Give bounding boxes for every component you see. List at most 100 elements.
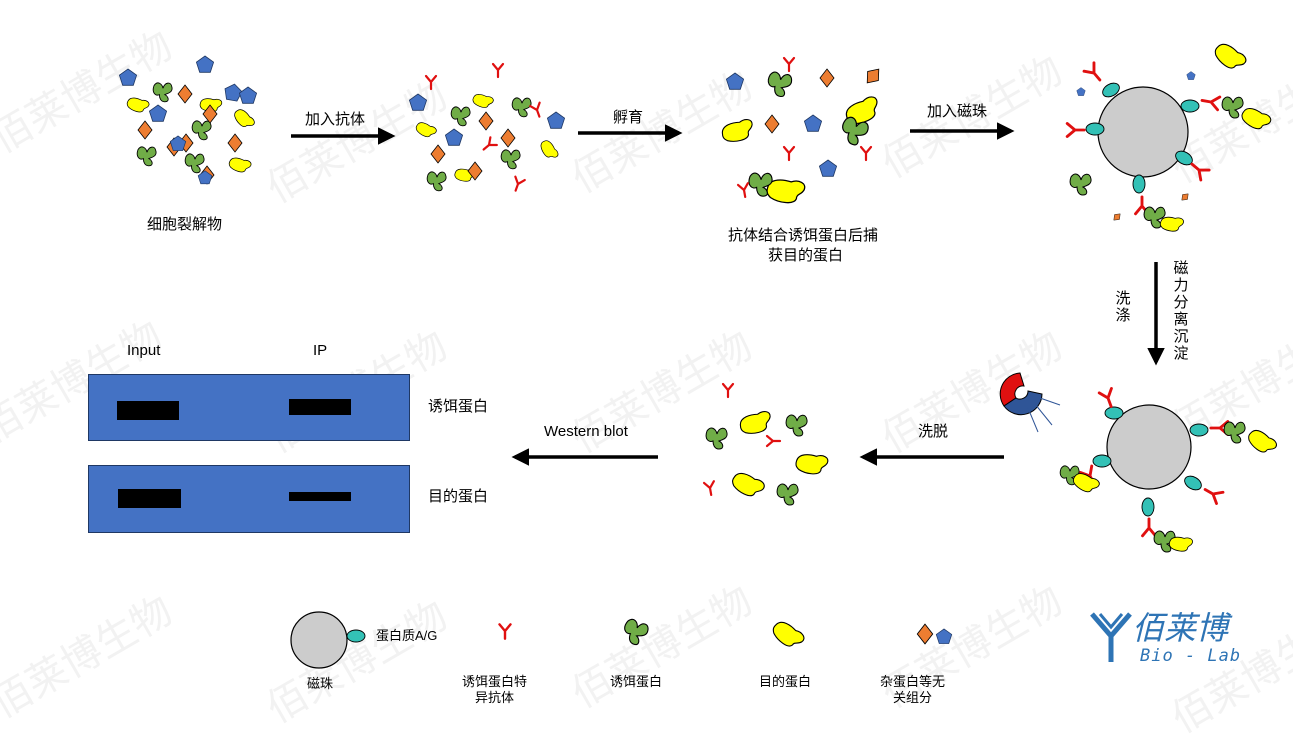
gel-target-label: 目的蛋白	[428, 488, 489, 505]
diamond-icon	[430, 144, 446, 164]
target-protein-icon	[472, 94, 494, 108]
legend-other-label-line2: 关组分	[893, 690, 933, 705]
diamond-icon	[1113, 213, 1121, 221]
capture-label-line1: 抗体结合诱饵蛋白后捕	[728, 227, 879, 244]
antibody-icon	[736, 182, 749, 198]
wash-label: 洗涤	[1115, 290, 1131, 324]
bait-protein-icon	[767, 71, 793, 98]
ip-workflow-diagram	[118, 43, 1277, 669]
gel-bait-label: 诱饵蛋白	[428, 398, 489, 415]
protein-ag-icon	[1104, 406, 1124, 420]
antibody-icon	[721, 382, 735, 399]
input-lane-label: Input	[127, 342, 161, 359]
legend-bait-label: 诱饵蛋白	[610, 674, 663, 689]
diamond-icon	[764, 114, 780, 134]
pentagon-icon	[803, 114, 823, 132]
diamond-icon	[137, 120, 153, 140]
target-protein-icon	[1072, 473, 1100, 493]
diamond-icon	[866, 68, 880, 84]
bead-icon	[290, 611, 348, 669]
antibody-icon	[1065, 122, 1086, 138]
ip-lane-label: IP	[313, 342, 328, 359]
bait-protein-icon	[748, 172, 773, 197]
bait-protein-icon	[776, 483, 799, 506]
protein-ag-icon	[1189, 423, 1209, 437]
target-protein-icon	[126, 97, 150, 113]
protein-ag-icon	[1180, 99, 1200, 113]
target-protein-icon	[1159, 216, 1184, 232]
target-protein-icon	[766, 179, 806, 204]
pentagon-icon	[238, 86, 258, 104]
protein-ag-icon	[346, 629, 366, 643]
antibody-icon	[482, 136, 498, 151]
diamond-icon	[467, 161, 483, 181]
target-protein-icon	[1241, 108, 1272, 130]
band-input-target	[118, 489, 181, 508]
diamond-icon	[1181, 193, 1189, 201]
protein-ag-icon	[1141, 497, 1155, 517]
lysate-label: 细胞裂解物	[147, 216, 223, 233]
target-protein-icon	[199, 98, 223, 113]
target-protein-icon	[415, 122, 437, 138]
bait-protein-icon	[511, 97, 532, 118]
capture-label-line2: 获目的蛋白	[768, 247, 844, 264]
protein-ag-icon	[1175, 150, 1193, 166]
protein-ag-icon	[1092, 454, 1112, 468]
western-blot-label: Western blot	[544, 423, 628, 440]
antibody-icon	[782, 145, 796, 162]
antibody-icon	[859, 145, 873, 162]
diamond-icon	[916, 623, 934, 645]
pentagon-icon	[195, 55, 215, 73]
protein-ag-icon	[1184, 475, 1202, 491]
antibody-icon	[529, 101, 541, 118]
arrow-layer	[291, 122, 1165, 466]
gel-target-row	[88, 465, 410, 533]
shape-layer	[118, 43, 1277, 669]
band-ip-target	[289, 492, 351, 501]
protein-ag-icon	[1132, 174, 1146, 194]
diamond-icon	[478, 111, 494, 131]
bait-protein-icon	[500, 149, 521, 170]
pentagon-icon	[1186, 71, 1196, 80]
protein-ag-icon	[1085, 122, 1105, 136]
target-protein-icon	[228, 157, 252, 173]
pentagon-icon	[224, 83, 243, 102]
antibody-icon	[1141, 517, 1157, 538]
protein-ag-icon	[1102, 82, 1120, 98]
pentagon-icon	[546, 111, 566, 129]
bait-protein-icon	[785, 414, 808, 437]
pentagon-icon	[118, 68, 138, 86]
pentagon-icon	[1076, 87, 1086, 96]
antibody-icon	[498, 623, 512, 640]
antibody-icon	[491, 62, 505, 79]
bait-protein-icon	[450, 106, 471, 127]
target-protein-icon	[1168, 536, 1193, 552]
target-protein-icon	[721, 119, 753, 142]
company-logo: 佰莱博 Bio - Lab	[1090, 610, 1240, 670]
antibody-icon	[1082, 61, 1102, 82]
gel-bait-row	[88, 374, 410, 441]
legend-protein-ag-label: 蛋白质A/G	[376, 628, 438, 643]
pentagon-icon	[725, 72, 745, 90]
add-beads-label: 加入磁珠	[927, 103, 988, 120]
bait-protein-icon	[1223, 421, 1246, 444]
pentagon-icon	[818, 159, 838, 177]
pentagon-icon	[408, 93, 428, 111]
pentagon-icon	[197, 170, 213, 185]
add-antibody-label: 加入抗体	[305, 111, 366, 128]
target-protein-icon	[1214, 43, 1247, 69]
antibody-icon	[1200, 95, 1222, 112]
diamond-icon	[500, 128, 516, 148]
logo-sub: Bio - Lab	[1140, 646, 1242, 666]
diamond-icon	[819, 68, 835, 88]
antibody-icon	[765, 434, 782, 448]
target-protein-icon	[1248, 429, 1277, 453]
target-protein-icon	[795, 454, 829, 475]
logo-name: 佰莱博	[1132, 609, 1229, 647]
legend-other-label-line1: 杂蛋白等无	[880, 674, 946, 689]
antibody-icon	[424, 74, 438, 91]
antibody-icon	[702, 480, 715, 496]
antibody-icon	[782, 56, 796, 73]
legend-target-label: 目的蛋白	[759, 674, 812, 689]
bead-icon	[1106, 404, 1192, 490]
